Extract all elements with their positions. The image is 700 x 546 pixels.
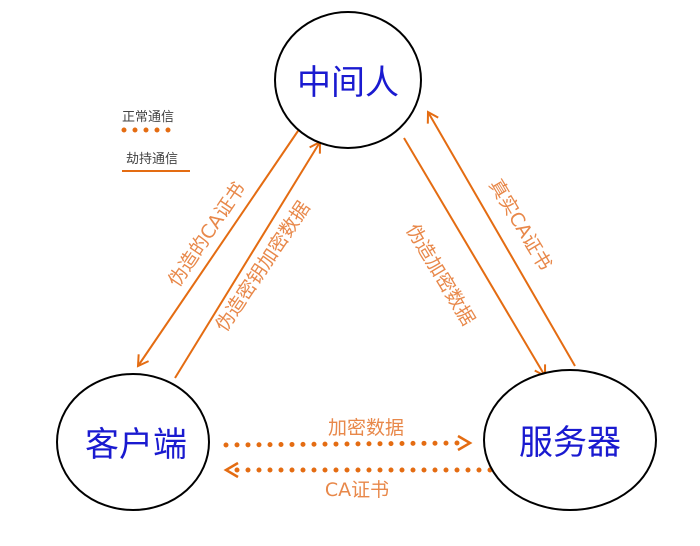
arrowhead-left <box>223 461 239 479</box>
node-client-label: 客户端 <box>85 425 187 465</box>
edge-fake-key-data <box>174 140 322 379</box>
label-encrypted-data: 加密数据 <box>328 417 404 439</box>
legend-normal-label: 正常通信 <box>122 110 174 125</box>
label-fake-ca: 伪造的CA证书 <box>164 178 250 291</box>
node-server: 服务器 <box>483 369 657 511</box>
label-fake-encrypted: 伪造加密数据 <box>401 220 479 329</box>
edge-fake-ca <box>136 127 301 368</box>
label-ca-cert: CA证书 <box>325 479 389 501</box>
edge-fake-encrypted <box>403 137 547 378</box>
node-mitm-label: 中间人 <box>297 63 399 103</box>
node-mitm: 中间人 <box>274 11 422 149</box>
node-client: 客户端 <box>56 373 210 511</box>
label-real-ca: 真实CA证书 <box>484 175 556 274</box>
edge-real-ca <box>426 110 576 367</box>
legend: 正常通信 劫持通信 <box>121 110 190 172</box>
node-server-label: 服务器 <box>519 423 621 463</box>
edge-encrypted-data <box>223 440 465 448</box>
arrowhead-right <box>457 434 473 452</box>
legend-hijack-label: 劫持通信 <box>126 152 178 167</box>
